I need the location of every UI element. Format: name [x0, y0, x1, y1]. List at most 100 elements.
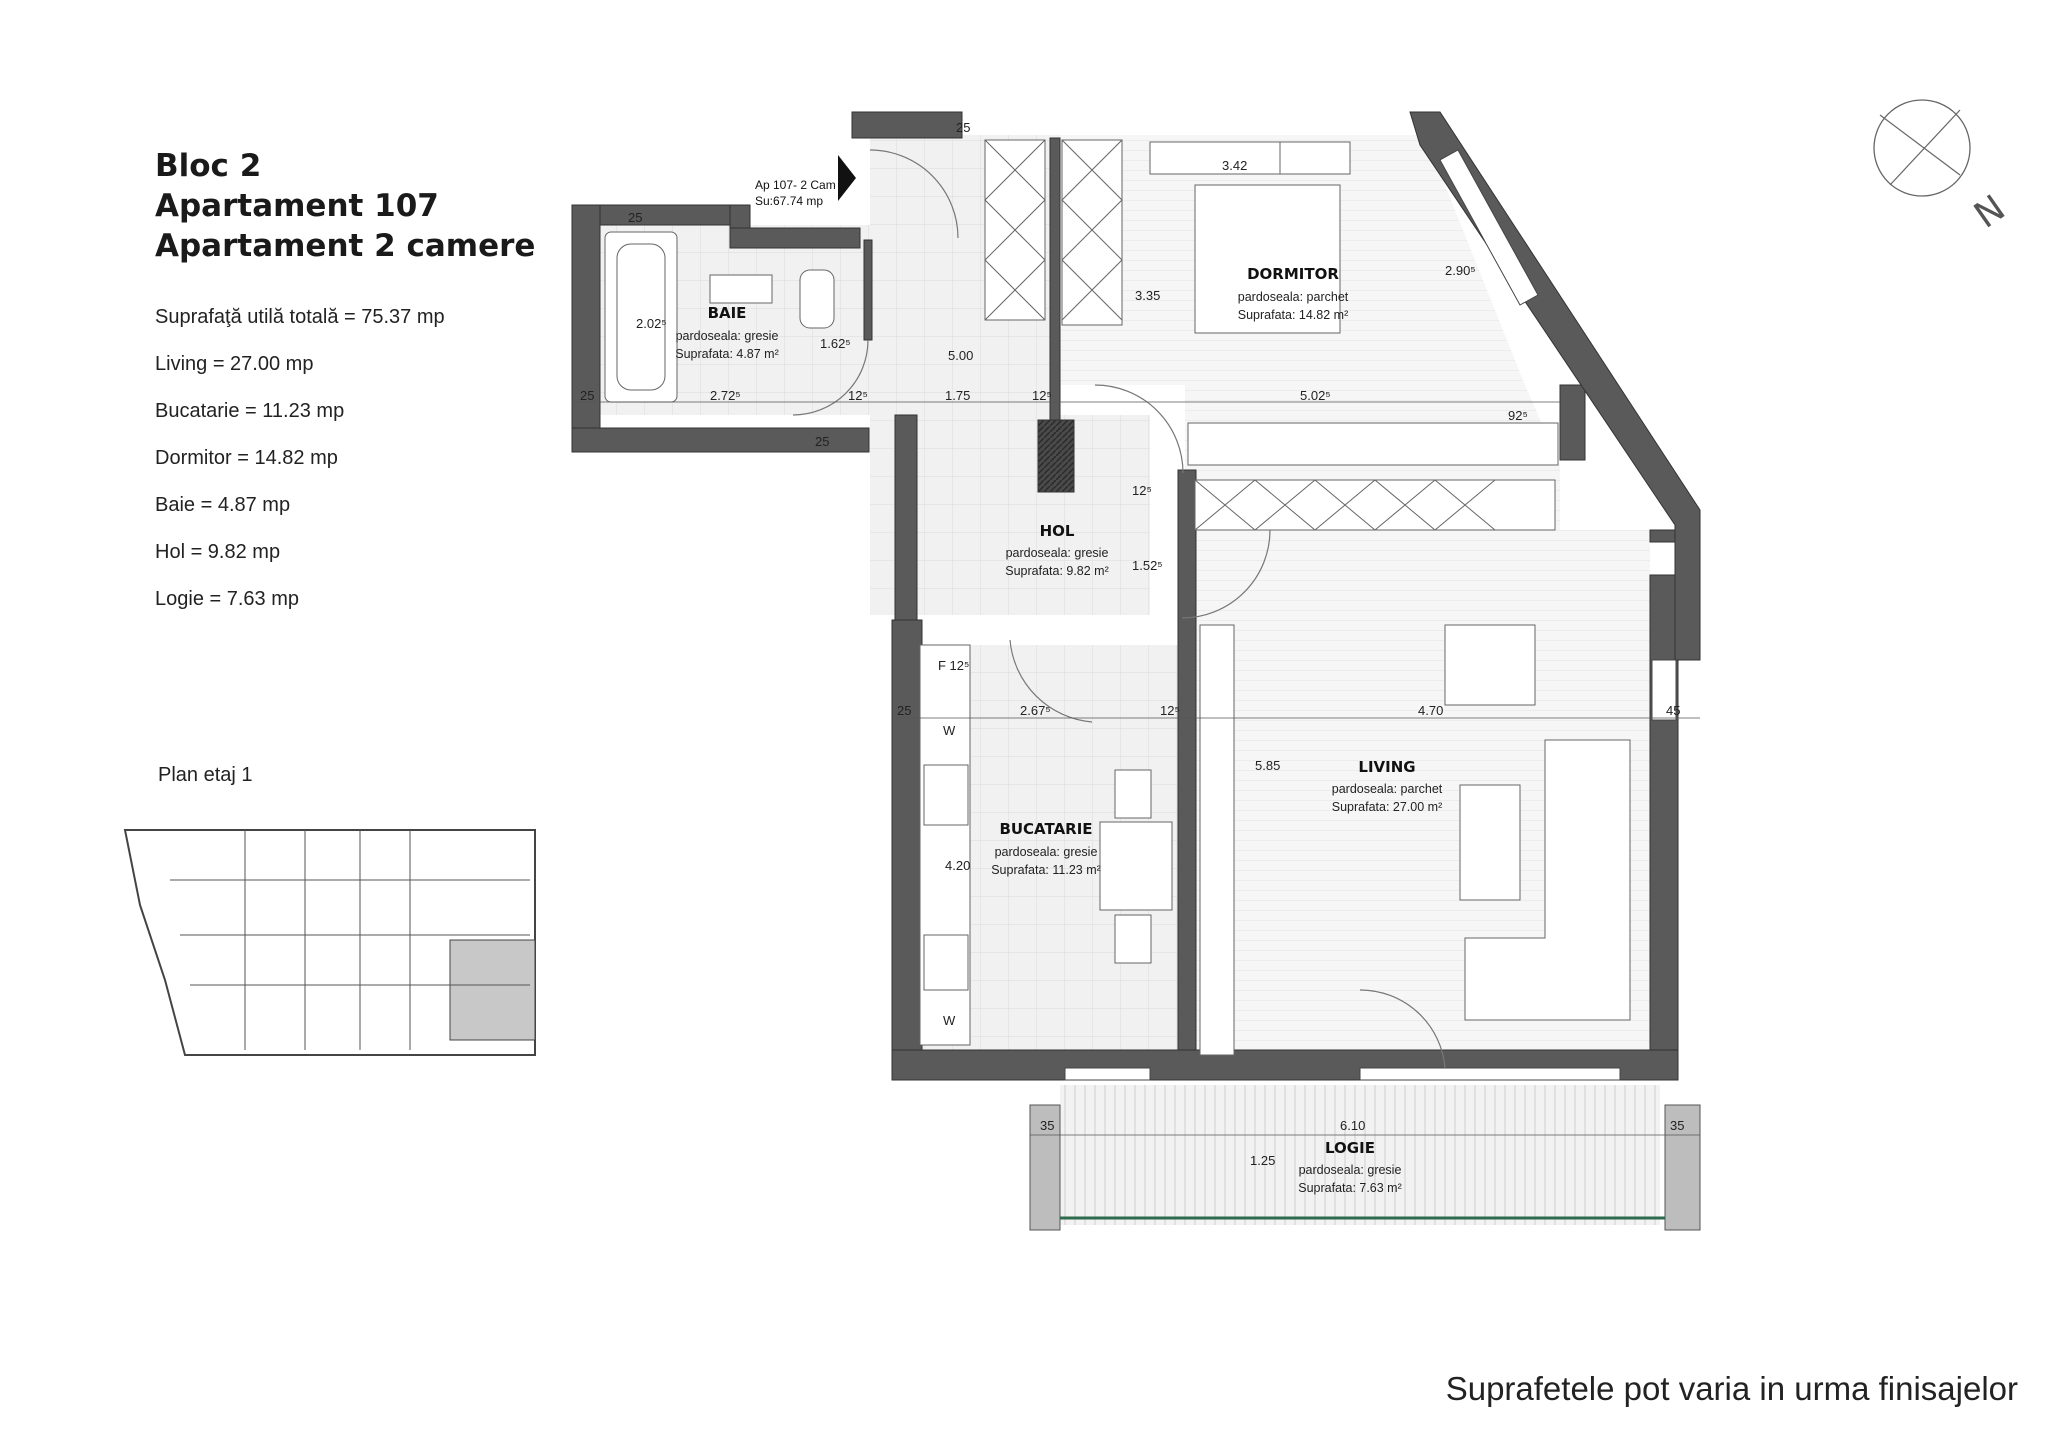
dim-175: 1.75 — [945, 388, 970, 403]
stat-hall: Hol = 9.82 mp — [155, 541, 281, 563]
area-summary: Suprafaţă utilă totală = 75.37 mp Living… — [155, 294, 535, 623]
wall-bottom — [891, 1049, 1679, 1081]
wardrobe-bedroom-cross — [1061, 139, 1123, 321]
door-entry — [869, 149, 959, 239]
stat-bath: Baie = 4.87 mp — [155, 494, 291, 516]
living-tv-cabinet — [1199, 624, 1235, 1056]
compass-north-label: N — [1967, 188, 2013, 237]
dim-125d: 12⁵ — [1160, 703, 1180, 718]
room-name-living: LIVING — [1358, 758, 1415, 776]
room-area-hol: Suprafata: 9.82 m² — [1005, 564, 1109, 578]
block-title: Bloc 2 — [155, 148, 262, 184]
dim-610: 6.10 — [1340, 1118, 1365, 1133]
dining-table — [1099, 821, 1173, 911]
dim-25-bottom: 25 — [815, 434, 829, 449]
dim-267: 2.67⁵ — [1020, 703, 1051, 718]
stat-logia: Logie = 7.63 mp — [155, 588, 299, 610]
bathtub-inner — [616, 243, 666, 391]
logia-left-wall — [1029, 1104, 1061, 1231]
dim-125f: F 12⁵ — [938, 658, 969, 673]
bed-nightstand-left — [1149, 141, 1286, 175]
stat-kitchen: Bucatarie = 11.23 mp — [155, 400, 345, 422]
wall-kitchen-living — [1177, 469, 1197, 1051]
stat-total: Suprafaţă utilă totală = 75.37 mp — [155, 306, 445, 328]
doors — [792, 149, 1446, 1069]
bed — [1194, 184, 1341, 334]
window-bedroom — [1439, 149, 1539, 306]
wardrobe-living-cross — [1194, 479, 1496, 531]
logia-walls — [1029, 1104, 1701, 1231]
compass-circle-icon — [1873, 99, 1971, 197]
room-floor-living: pardoseala: parchet — [1332, 782, 1443, 796]
key-plan — [123, 829, 536, 1056]
dim-125a: 12⁵ — [848, 388, 868, 403]
room-floor-baie: pardoseala: gresie — [676, 329, 779, 343]
dim-25-kitchen: 25 — [897, 703, 911, 718]
dim-470: 4.70 — [1418, 703, 1443, 718]
logia-floor — [1060, 1085, 1660, 1225]
compass — [1873, 99, 1971, 197]
room-floor-logie: pardoseala: gresie — [1299, 1163, 1402, 1177]
entrance-tag-line1: Ap 107- 2 Cam — [755, 178, 836, 192]
coffee-table — [1459, 784, 1521, 901]
wall-left-kitchen — [891, 619, 923, 1051]
wall-living-right — [1649, 574, 1679, 1051]
stat-living: Living = 27.00 mp — [155, 353, 314, 375]
kitchen-hob — [923, 934, 969, 991]
dim-342: 3.42 — [1222, 158, 1247, 173]
wardrobe-hall-cross — [984, 139, 1046, 321]
room-area-dormitor: Suprafata: 14.82 m² — [1238, 308, 1348, 322]
wall-bottom-bath — [571, 427, 870, 453]
appliance-washer-2: W — [943, 1013, 956, 1028]
dim-45: 45 — [1666, 703, 1680, 718]
chair-1 — [1114, 769, 1152, 819]
bed-nightstand-right — [1279, 141, 1351, 175]
wall-bath-top2 — [729, 227, 861, 249]
kitchen-sink — [923, 764, 969, 826]
appliance-washer-1: W — [943, 723, 956, 738]
dim-500: 5.00 — [948, 348, 973, 363]
dim-152: 1.52⁵ — [1132, 558, 1163, 573]
armchair — [1444, 624, 1536, 706]
room-name-hol: HOL — [1040, 522, 1075, 540]
window-kitchen — [1064, 1067, 1151, 1081]
door-kitchen — [1009, 639, 1093, 723]
dim-35b: 35 — [1670, 1118, 1684, 1133]
dim-290: 2.90⁵ — [1445, 263, 1476, 278]
dim-162: 1.62⁵ — [820, 336, 851, 351]
wardrobe-living — [1194, 479, 1556, 531]
door-bedroom — [1094, 384, 1184, 474]
dimension-lines — [572, 401, 1700, 1136]
room-name-dormitor: DORMITOR — [1247, 265, 1339, 283]
window-living-side — [1651, 659, 1677, 721]
dim-202: 2.02⁵ — [636, 316, 667, 331]
dim-25-bath: 25 — [628, 210, 642, 225]
dim-25-left: 25 — [580, 388, 594, 403]
chair-2 — [1114, 914, 1152, 964]
fixtures — [604, 139, 1631, 1056]
wall-hall-bedroom — [1049, 137, 1061, 421]
footer-note: Suprafetele pot varia in urma finisajelo… — [1445, 1370, 2018, 1407]
wall-diagonal — [1409, 111, 1701, 661]
dim-125c: 12⁵ — [1132, 483, 1152, 498]
dim-125b: 12⁵ — [1032, 388, 1052, 403]
column — [1037, 419, 1075, 493]
wall-bedroom-right — [1559, 384, 1586, 461]
apartment-title: Apartament 107 — [155, 188, 439, 224]
apartment-type: Apartament 2 camere — [155, 228, 536, 264]
room-area-baie: Suprafata: 4.87 m² — [675, 347, 779, 361]
door-living — [1181, 529, 1271, 619]
wall-top-entry — [851, 111, 963, 139]
dim-35a: 35 — [1040, 1118, 1054, 1133]
dim-335: 3.35 — [1135, 288, 1160, 303]
bath-sink — [709, 274, 773, 304]
room-name-bucatarie: BUCATARIE — [999, 820, 1092, 838]
entrance-arrow-icon — [838, 155, 856, 201]
room-name-logie: LOGIE — [1325, 1139, 1375, 1157]
door-bath — [792, 339, 869, 416]
room-floor-dormitor: pardoseala: parchet — [1238, 290, 1349, 304]
dim-420: 4.20 — [945, 858, 970, 873]
wall-living-right-top — [1649, 529, 1679, 543]
room-area-bucatarie: Suprafata: 11.23 m² — [991, 863, 1101, 877]
